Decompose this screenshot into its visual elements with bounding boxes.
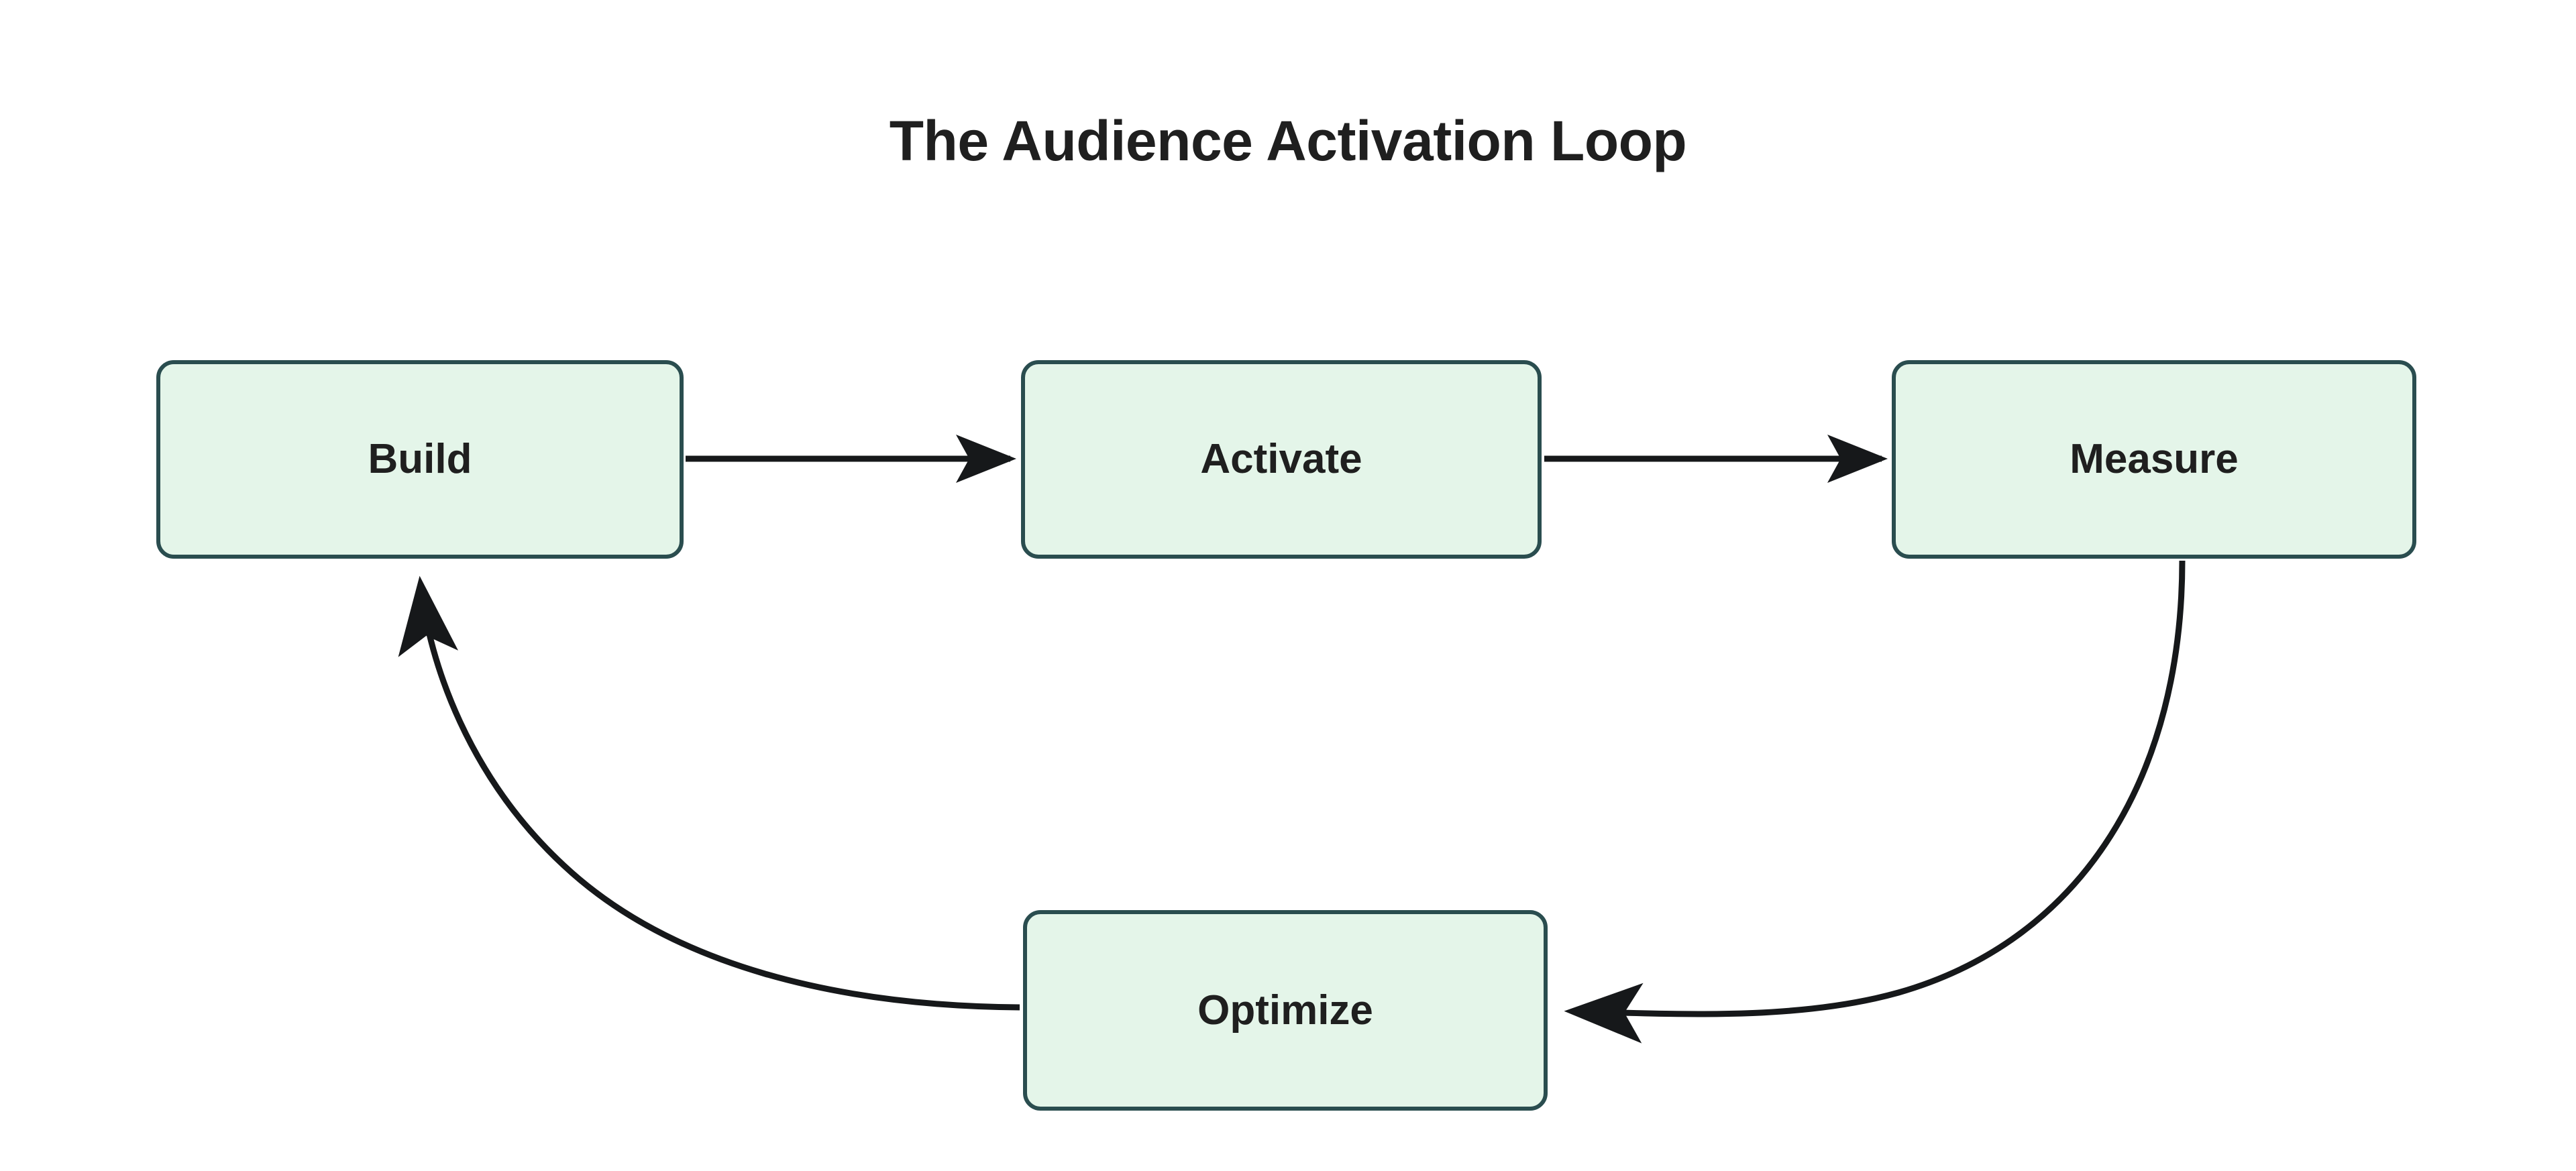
edge-optimize-to-build [398, 575, 1020, 1011]
node-activate-label: Activate [1200, 436, 1362, 482]
node-activate[interactable]: Activate [1021, 360, 1542, 559]
page-title: The Audience Activation Loop [889, 109, 1687, 172]
node-optimize-label: Optimize [1197, 987, 1373, 1034]
node-build[interactable]: Build [156, 360, 684, 559]
node-measure[interactable]: Measure [1892, 360, 2416, 559]
edge-measure-to-optimize [1564, 560, 2186, 1044]
node-build-label: Build [368, 436, 472, 482]
node-measure-label: Measure [2070, 436, 2239, 482]
node-optimize[interactable]: Optimize [1023, 910, 1548, 1111]
